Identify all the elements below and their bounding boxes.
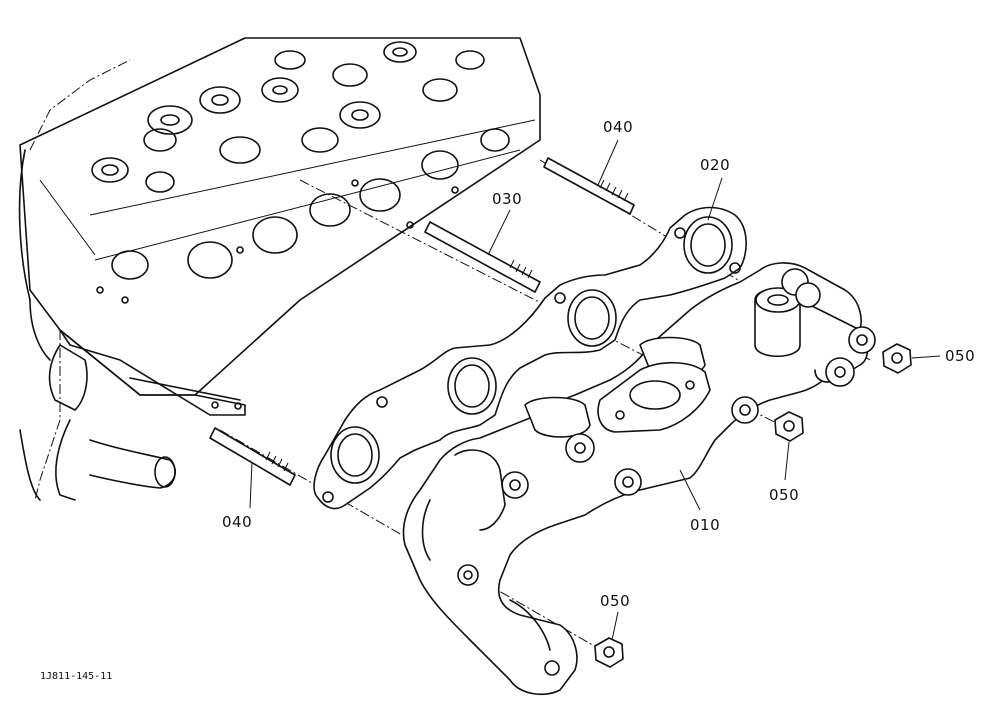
stud-040-left	[209, 427, 296, 486]
stud-030	[424, 221, 541, 293]
callout-leaders	[249, 139, 941, 641]
nut-050-bottom	[594, 637, 624, 668]
callout-040-top: 040	[603, 118, 633, 136]
nut-050-right	[882, 343, 912, 374]
cylinder-head	[18, 37, 541, 501]
callout-040-left: 040	[222, 513, 252, 531]
diagram-code: 1J811-145-11	[40, 671, 112, 682]
callout-050-right: 050	[945, 347, 975, 365]
gasket-020	[313, 206, 747, 510]
stud-040-top	[543, 157, 635, 215]
callout-020: 020	[700, 156, 730, 174]
callout-050-mid: 050	[769, 486, 799, 504]
callout-050-bottom: 050	[600, 592, 630, 610]
callout-010: 010	[690, 516, 720, 534]
nut-050-mid	[774, 411, 804, 442]
exhaust-manifold-010	[402, 262, 876, 696]
callout-030: 030	[492, 190, 522, 208]
